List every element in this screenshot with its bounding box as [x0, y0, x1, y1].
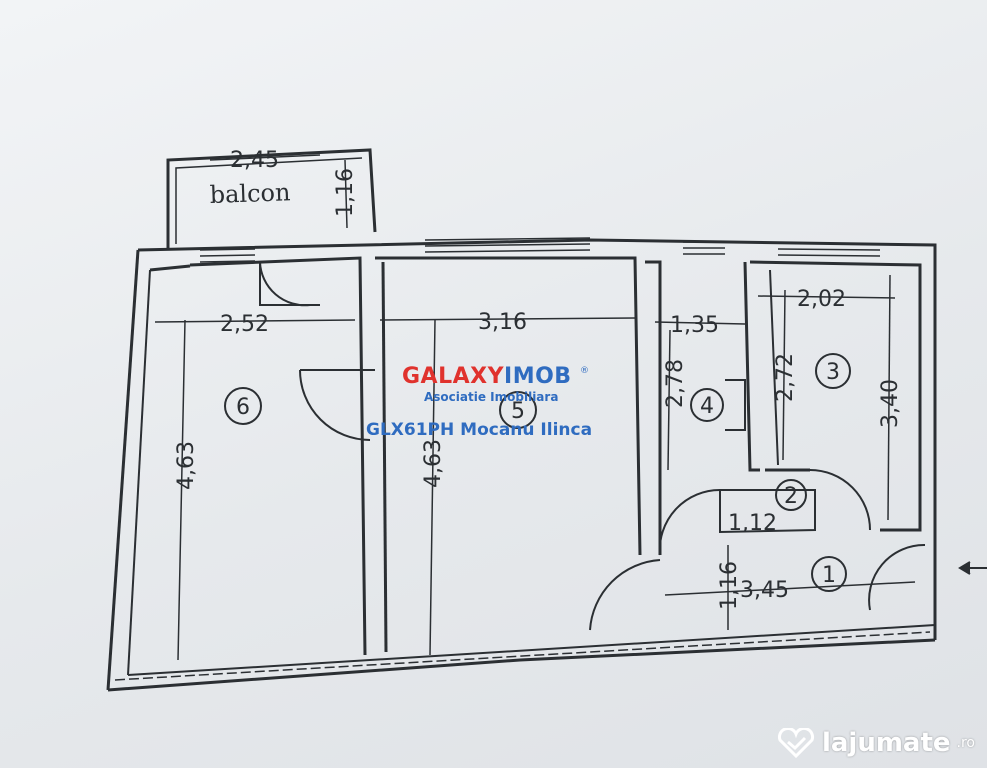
- doors: [259, 261, 926, 631]
- room6-length-dim: 4,63: [174, 441, 199, 490]
- room-3-marker: [815, 353, 851, 389]
- room4-width-dim: 1,35: [670, 313, 719, 338]
- room-2-number: 2: [784, 484, 798, 509]
- agency-watermark-logo: GALAXYIMOB: [402, 364, 572, 389]
- room-6-marker: [224, 387, 262, 425]
- hall-depth-dim: 1,16: [717, 561, 742, 610]
- entry-arrow: [958, 561, 987, 575]
- balcon-label: balcon: [209, 178, 291, 209]
- balcon-width-dim: 2,45: [230, 148, 279, 173]
- agency-subtitle: Asociatie Imobiliara: [424, 390, 559, 404]
- room-5-number: 5: [511, 399, 525, 424]
- room5-length-dim: 4,63: [421, 439, 446, 488]
- room-1-number: 1: [822, 563, 836, 588]
- balcon-depth-dim: 1,16: [333, 168, 358, 217]
- room3-width-dim: 2,02: [797, 287, 846, 312]
- room-1-marker: [811, 556, 847, 592]
- room5-width-dim: 3,16: [478, 310, 527, 335]
- room-4-number: 4: [700, 394, 714, 419]
- room-circles: [224, 353, 851, 592]
- room-5-marker: [499, 391, 537, 429]
- agency-brand-part1: GALAXY: [402, 364, 505, 389]
- hall-width-dim: 3,45: [740, 578, 789, 603]
- room6-width-dim: 2,52: [220, 312, 269, 337]
- registered-mark: ®: [580, 366, 589, 376]
- lajumate-name: lajumate: [821, 728, 951, 758]
- agent-code: GLX61PH Mocanu Ilinca: [366, 420, 593, 440]
- dimension-lines: [154, 274, 916, 661]
- room-2-marker: [775, 479, 807, 511]
- lajumate-tld: .ro: [956, 735, 975, 751]
- lajumate-logo: lajumate .ro: [776, 728, 975, 758]
- room-4-marker: [690, 388, 724, 422]
- room3-length-a-dim: 2,72: [773, 353, 798, 402]
- room-6-number: 6: [236, 395, 250, 420]
- room4-length-dim: 2,78: [663, 359, 688, 408]
- windows: [199, 237, 881, 263]
- interior-walls: [149, 256, 922, 656]
- agency-brand-part2: IMOB: [504, 364, 572, 389]
- room-3-number: 3: [826, 360, 840, 385]
- balcony: [166, 148, 377, 248]
- room3-length-b-dim: 3,40: [878, 379, 903, 428]
- room2-width-dim: 1,12: [728, 511, 777, 536]
- outer-walls: [106, 238, 937, 692]
- heart-check-icon: [777, 728, 814, 758]
